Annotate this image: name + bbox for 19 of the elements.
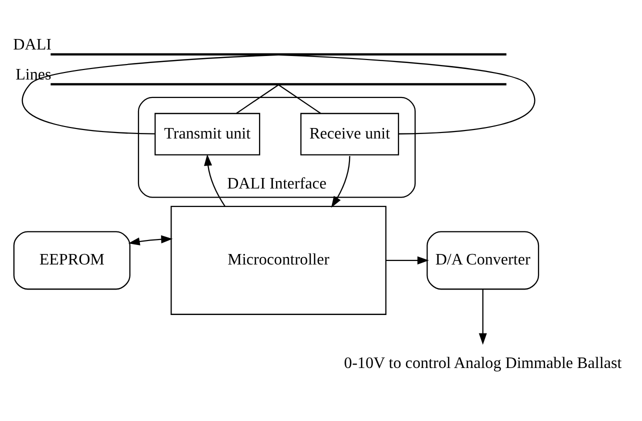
connector <box>236 84 279 114</box>
node-text: 0-10V to control Analog Dimmable Ballast <box>344 354 622 372</box>
node-bar <box>50 83 506 86</box>
arrow <box>478 289 487 345</box>
node-box: Microcontroller <box>170 206 386 315</box>
connector <box>22 54 278 134</box>
node-box: Transmit unit <box>154 112 260 156</box>
arrow <box>204 154 226 207</box>
node-box: D/A Converter <box>426 231 540 290</box>
arrow <box>331 156 350 208</box>
arrow <box>128 235 173 246</box>
connector <box>278 84 321 114</box>
node-label: DALI <box>13 36 52 54</box>
node-box: EEPROM <box>13 231 130 290</box>
node-bar <box>50 53 506 56</box>
node-label: Lines <box>16 66 52 84</box>
connector <box>278 54 535 134</box>
node-box: Receive unit <box>300 112 400 156</box>
arrow <box>386 256 429 264</box>
